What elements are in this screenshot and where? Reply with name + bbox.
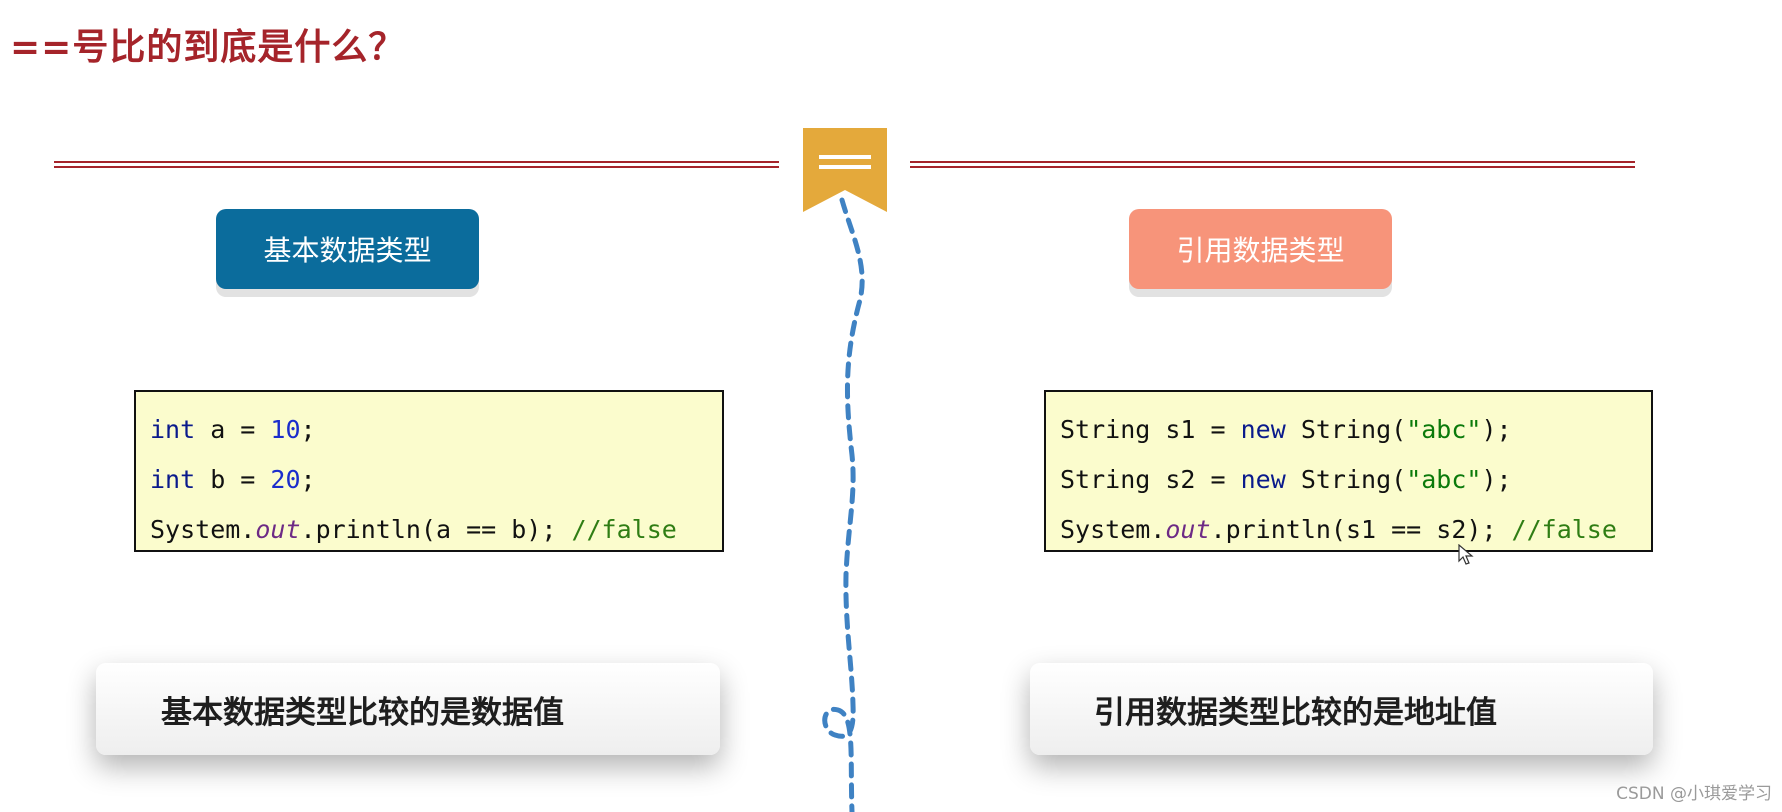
- code-text: System.: [150, 515, 256, 544]
- code-text: );: [1481, 465, 1512, 494]
- dashed-timeline-connector: [822, 197, 865, 812]
- code-text: System.: [1060, 515, 1166, 544]
- code-keyword: int: [150, 465, 196, 494]
- code-keyword: new: [1240, 465, 1286, 494]
- code-text: String(: [1285, 415, 1407, 444]
- reference-type-label: 引用数据类型: [1129, 209, 1392, 289]
- reference-conclusion-card: 引用数据类型比较的是地址值: [1030, 663, 1653, 755]
- code-field: out: [1165, 515, 1211, 544]
- code-line: int b = 20;: [150, 460, 708, 510]
- code-text: String(: [1285, 465, 1407, 494]
- code-text: .println(s1 == s2);: [1210, 515, 1512, 544]
- code-string: "abc": [1406, 465, 1482, 494]
- primitive-code-block: int a = 10; int b = 20; System.out.print…: [134, 390, 724, 552]
- code-text: String s1 =: [1060, 415, 1241, 444]
- watermark: CSDN @小琪爱学习: [1616, 784, 1772, 804]
- divider-right: [910, 161, 1635, 168]
- code-line: String s1 = new String("abc");: [1060, 410, 1637, 460]
- code-text: a =: [195, 415, 271, 444]
- code-text: .println(a == b);: [300, 515, 572, 544]
- double-line-bookmark-icon: [803, 128, 887, 212]
- code-keyword: new: [1240, 415, 1286, 444]
- code-keyword: int: [150, 415, 196, 444]
- primitive-type-label: 基本数据类型: [216, 209, 479, 289]
- code-text: String s2 =: [1060, 465, 1241, 494]
- code-text: ;: [300, 465, 316, 494]
- code-comment: //false: [1511, 515, 1617, 544]
- code-text: ;: [300, 415, 316, 444]
- reference-code-block: String s1 = new String("abc"); String s2…: [1044, 390, 1653, 552]
- code-line: System.out.println(a == b); //false: [150, 510, 708, 560]
- divider-left: [54, 161, 779, 168]
- mouse-pointer-icon: [1458, 544, 1474, 565]
- code-line: String s2 = new String("abc");: [1060, 460, 1637, 510]
- code-line: System.out.println(s1 == s2); //false: [1060, 510, 1637, 560]
- code-string: "abc": [1406, 415, 1482, 444]
- code-field: out: [255, 515, 301, 544]
- code-line: int a = 10;: [150, 410, 708, 460]
- code-number: 10: [270, 415, 301, 444]
- slide-title: ==号比的到底是什么？: [10, 27, 406, 68]
- code-comment: //false: [571, 515, 677, 544]
- code-text: b =: [195, 465, 271, 494]
- primitive-conclusion-card: 基本数据类型比较的是数据值: [96, 663, 720, 755]
- code-text: );: [1481, 415, 1512, 444]
- code-number: 20: [270, 465, 301, 494]
